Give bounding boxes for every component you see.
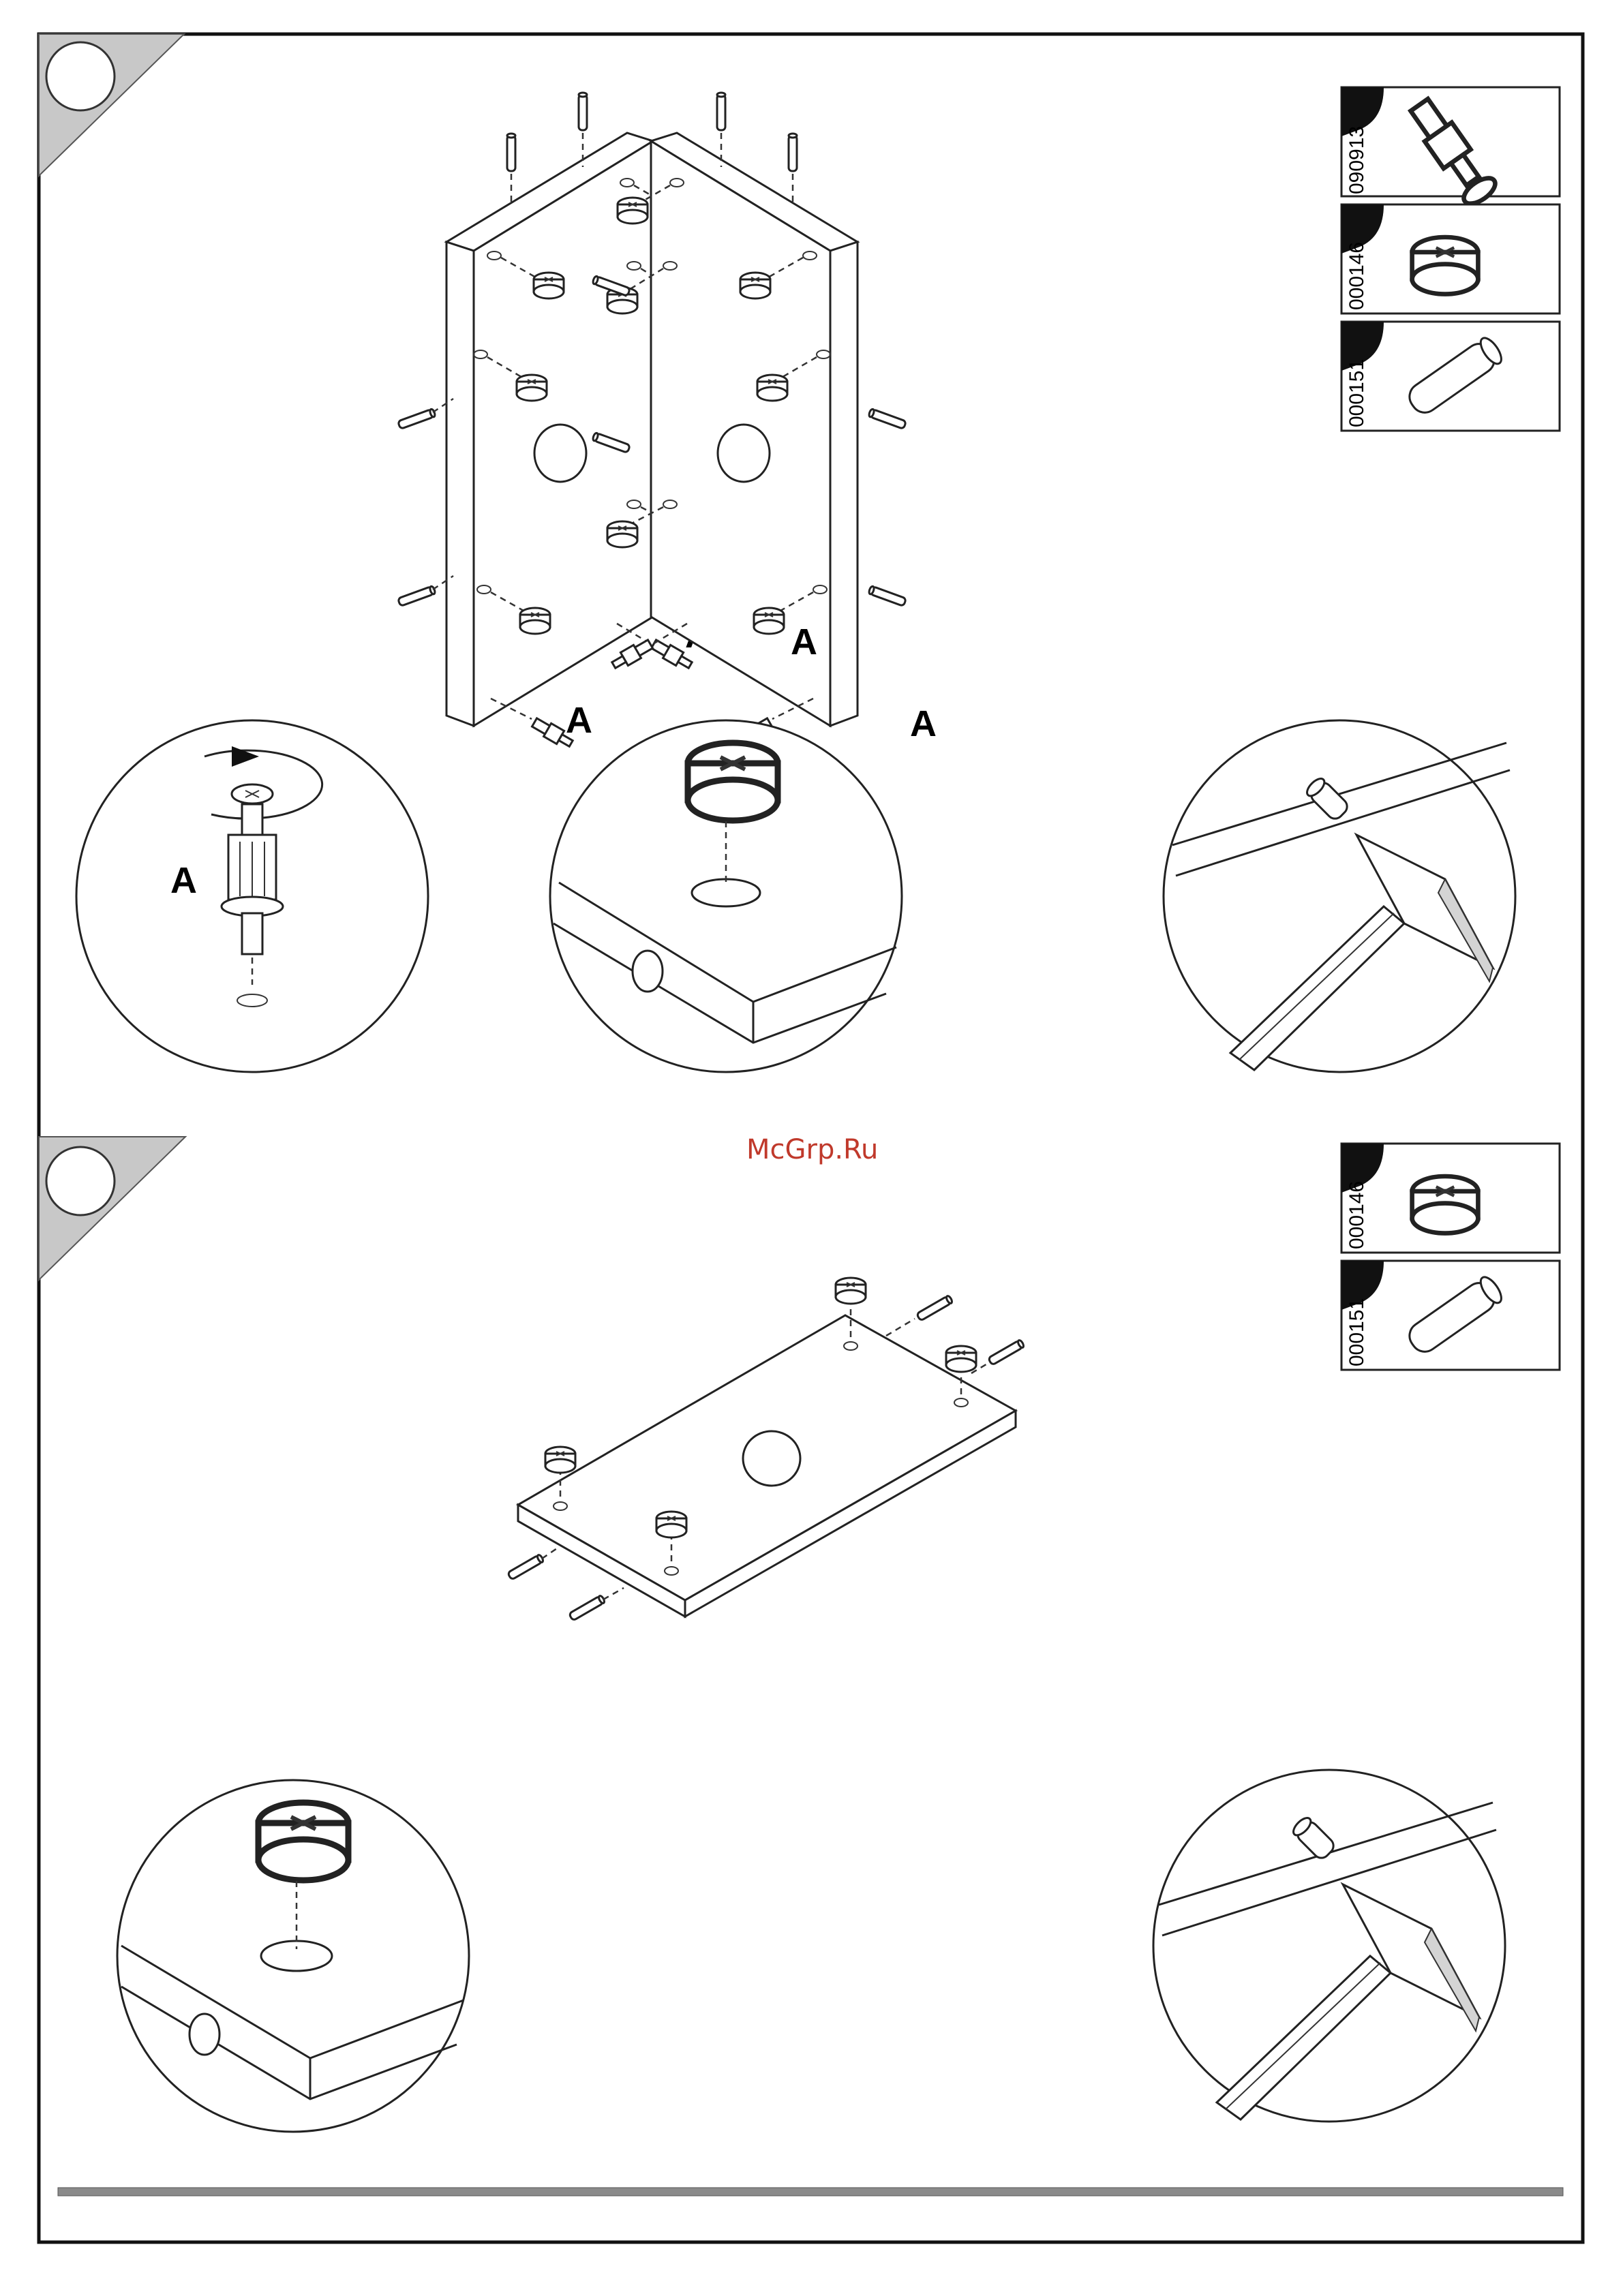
bottom-bar: [58, 2188, 1563, 2196]
detail-cam-lock-insert: [117, 1780, 469, 2132]
cable-hole: [534, 425, 586, 482]
part-code: 000146: [1346, 1181, 1368, 1249]
shelf-panel: [507, 1278, 1025, 1621]
part-card-000146: 000146: [1341, 204, 1560, 313]
detail-hammer-dowel: [1153, 1770, 1505, 2122]
cam-lock-icon: [1412, 237, 1478, 294]
callout-a: A: [170, 860, 197, 901]
callout-a: A: [910, 703, 937, 744]
part-card-090913: 090913: [1341, 87, 1560, 209]
part-card-000146: 000146: [1341, 1144, 1560, 1253]
cam-lock-icon: [258, 1803, 348, 1880]
part-card-000151: 000151: [1341, 1261, 1560, 1370]
part-code: 090913: [1346, 126, 1368, 194]
part-code: 000151: [1346, 359, 1368, 427]
cable-hole: [743, 1431, 800, 1486]
cam-lock-icon: [688, 743, 778, 821]
step-2-number-tab: [39, 1137, 185, 1280]
part-code: 000151: [1346, 1298, 1368, 1366]
callout-a: A: [566, 700, 592, 741]
detail-cam-lock-insert: [550, 720, 902, 1072]
detail-hammer-dowel: [1164, 720, 1515, 1072]
step-2: 000146 000151: [39, 1137, 1560, 2132]
part-code: 000146: [1346, 242, 1368, 310]
step-2-parts-legend: 000146 000151: [1341, 1144, 1560, 1370]
cam-lock-icon: [1412, 1176, 1478, 1234]
watermark: McGrp.Ru: [746, 1134, 878, 1165]
detail-cam-bolt-turn: A: [76, 720, 428, 1072]
step-1-number-tab: [39, 34, 184, 176]
step-1: 090913 000146 000151: [39, 34, 1560, 1072]
step-1-parts-legend: 090913 000146 000151: [1341, 87, 1560, 431]
part-card-000151: 000151: [1341, 322, 1560, 431]
callout-a: A: [791, 622, 817, 662]
